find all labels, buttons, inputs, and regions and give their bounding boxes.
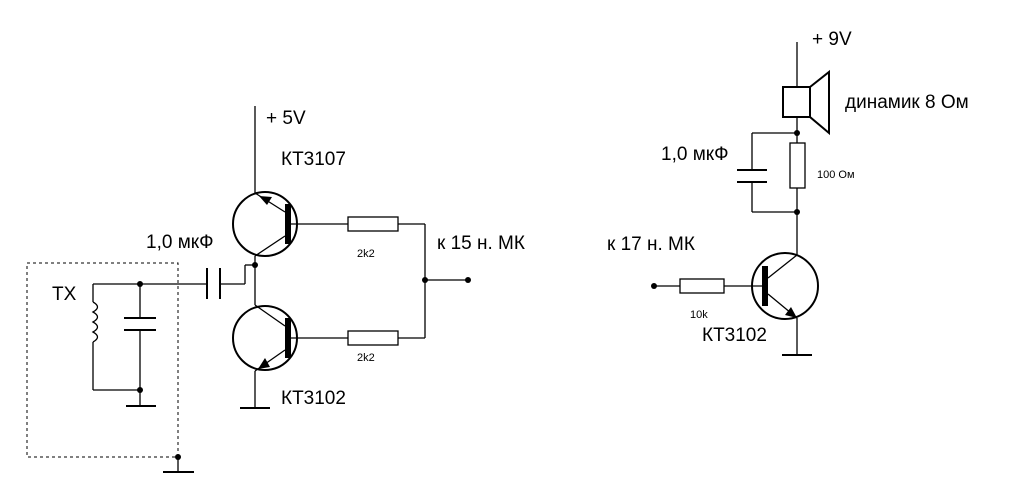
right-capacitor-label: 1,0 мкФ [661,144,729,165]
coil-inductor [91,301,99,343]
kt3102-left-label: КТ3102 [281,388,346,409]
tx-label: TX [52,284,77,305]
speaker-magnet [782,86,811,118]
speaker-cone [809,69,830,136]
junction-dot [794,209,800,215]
right-circuit: + 9V динамик 8 Ом 1,0 мкФ 100 Ом к 17 н.… [607,29,969,356]
transistor-kt3102-left [232,304,348,372]
transistor-collector [254,304,286,327]
emitter-arrow [258,358,270,369]
supply-5v-label: + 5V [266,108,306,129]
emitter-arrow [785,307,797,318]
resistor-100-ohm [789,142,806,189]
resistor-2k2-top-label: 2k2 [357,248,375,260]
resistor-2k2-bottom-label: 2k2 [357,352,375,364]
emitter-arrow [259,196,272,205]
kt3107-label: КТ3107 [281,149,346,170]
transistor-collector [254,235,286,257]
left-circuit: + 5V КТ3107 КТ3102 1,0 мкФ 2k2 2k2 к 15 … [26,106,525,473]
resistor-2k2-top [347,216,399,232]
junction-dot [175,454,181,460]
junction-dot [422,277,428,283]
supply-9v-label: + 9V [812,29,852,50]
resistor-100-ohm-label: 100 Ом [817,169,855,181]
transistor-kt3107 [232,191,348,257]
tx-shield-box [26,262,179,458]
resistor-2k2-bottom [347,330,399,346]
transistor-collector [767,254,798,279]
resistor-10k-label: 10k [690,309,708,321]
input-pin-17-label: к 17 н. МК [607,234,695,255]
speaker-icon [782,69,830,136]
kt3102-right-label: КТ3102 [702,325,767,346]
output-pin-15-label: к 15 н. МК [437,233,525,254]
output-terminal [465,277,471,283]
left-capacitor-label: 1,0 мкФ [146,232,214,253]
resistor-10k [679,278,725,294]
speaker-label: динамик 8 Ом [845,92,969,113]
